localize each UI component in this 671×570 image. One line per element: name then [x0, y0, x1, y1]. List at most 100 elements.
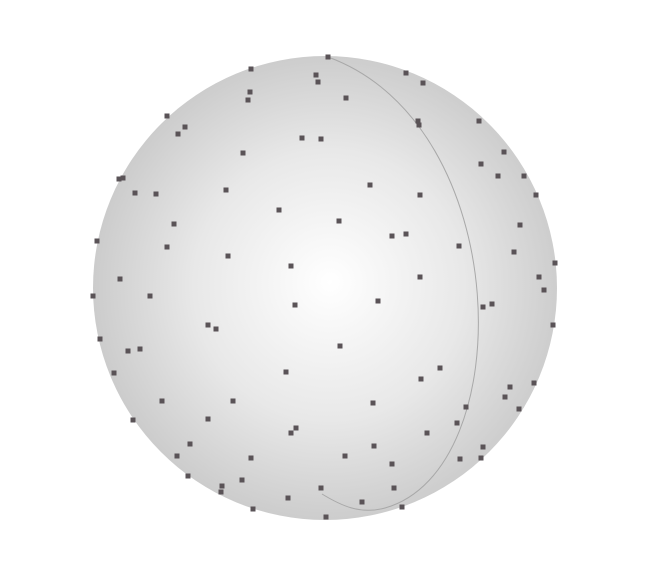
- sphere-point: [276, 207, 282, 213]
- sphere-point: [174, 453, 180, 459]
- sphere-point: [337, 343, 343, 349]
- sphere-point: [456, 243, 462, 249]
- sphere-point: [463, 404, 469, 410]
- sphere-point: [437, 365, 443, 371]
- sphere-point: [185, 473, 191, 479]
- sphere-point: [182, 124, 188, 130]
- sphere-point: [90, 293, 96, 299]
- sphere-point: [552, 260, 558, 266]
- sphere-point: [403, 231, 409, 237]
- sphere-point: [205, 416, 211, 422]
- sphere-point: [489, 301, 495, 307]
- sphere-point: [171, 221, 177, 227]
- sphere-point: [325, 54, 331, 60]
- sphere-point: [164, 244, 170, 250]
- sphere-point: [137, 346, 143, 352]
- sphere-point: [478, 455, 484, 461]
- sphere-point: [318, 485, 324, 491]
- sphere-point: [511, 249, 517, 255]
- sphere-point: [375, 298, 381, 304]
- sphere-point: [420, 80, 426, 86]
- sphere-point: [501, 149, 507, 155]
- sphere-point: [248, 455, 254, 461]
- sphere-point: [416, 122, 422, 128]
- sphere-point: [391, 485, 397, 491]
- sphere-point: [248, 66, 254, 72]
- sphere-point: [223, 187, 229, 193]
- sphere-point: [454, 420, 460, 426]
- sphere-point: [288, 430, 294, 436]
- sphere-point: [370, 400, 376, 406]
- sphere-point: [159, 398, 165, 404]
- sphere-point: [125, 348, 131, 354]
- sphere-point: [399, 504, 405, 510]
- sphere-point: [130, 417, 136, 423]
- sphere-point: [97, 336, 103, 342]
- sphere-point: [132, 190, 138, 196]
- sphere-point: [239, 477, 245, 483]
- sphere-point: [288, 263, 294, 269]
- sphere-point: [418, 376, 424, 382]
- sphere-point: [147, 293, 153, 299]
- sphere-point: [336, 218, 342, 224]
- sphere-point: [367, 182, 373, 188]
- sphere-point: [343, 95, 349, 101]
- sphere-point: [116, 176, 122, 182]
- points-group: [90, 54, 558, 520]
- sphere-point: [213, 326, 219, 332]
- sphere-point: [342, 453, 348, 459]
- sphere-point: [283, 369, 289, 375]
- sphere-point: [318, 136, 324, 142]
- sphere-point: [225, 253, 231, 259]
- sphere-point: [315, 79, 321, 85]
- sphere-point: [389, 233, 395, 239]
- sphere-point: [359, 499, 365, 505]
- sphere-point: [550, 322, 556, 328]
- sphere-point: [507, 384, 513, 390]
- sphere-point: [299, 135, 305, 141]
- sphere-point: [480, 304, 486, 310]
- sphere-point: [240, 150, 246, 156]
- sphere-point: [250, 506, 256, 512]
- sphere-point: [541, 287, 547, 293]
- sphere-point: [371, 443, 377, 449]
- sphere-point: [495, 173, 501, 179]
- sphere-point: [502, 394, 508, 400]
- sphere-point: [94, 238, 100, 244]
- sphere-point: [480, 444, 486, 450]
- sphere-point: [247, 89, 253, 95]
- sphere-point: [120, 175, 126, 181]
- sphere-point: [323, 514, 329, 520]
- sphere-point: [536, 274, 542, 280]
- sphere-point: [533, 192, 539, 198]
- sphere-point: [415, 118, 421, 124]
- sphere-point: [478, 161, 484, 167]
- sphere-point: [175, 131, 181, 137]
- sphere-point: [313, 72, 319, 78]
- sphere-point: [531, 380, 537, 386]
- sphere-point: [417, 192, 423, 198]
- sphere-point: [457, 456, 463, 462]
- sphere: [93, 56, 557, 520]
- sphere-point: [218, 489, 224, 495]
- sphere-point: [424, 430, 430, 436]
- sphere-point: [521, 173, 527, 179]
- sphere-point: [111, 370, 117, 376]
- sphere-point: [187, 441, 193, 447]
- sphere-point: [403, 70, 409, 76]
- sphere-point: [417, 274, 423, 280]
- sphere-point: [517, 222, 523, 228]
- sphere-point: [153, 191, 159, 197]
- sphere-point: [164, 113, 170, 119]
- sphere-point: [219, 483, 225, 489]
- sphere-point: [230, 398, 236, 404]
- sphere-point: [389, 461, 395, 467]
- sphere-point: [285, 495, 291, 501]
- sphere-point: [205, 322, 211, 328]
- sphere-point: [293, 425, 299, 431]
- sphere-point: [292, 302, 298, 308]
- sphere-point: [117, 276, 123, 282]
- sphere-point: [516, 406, 522, 412]
